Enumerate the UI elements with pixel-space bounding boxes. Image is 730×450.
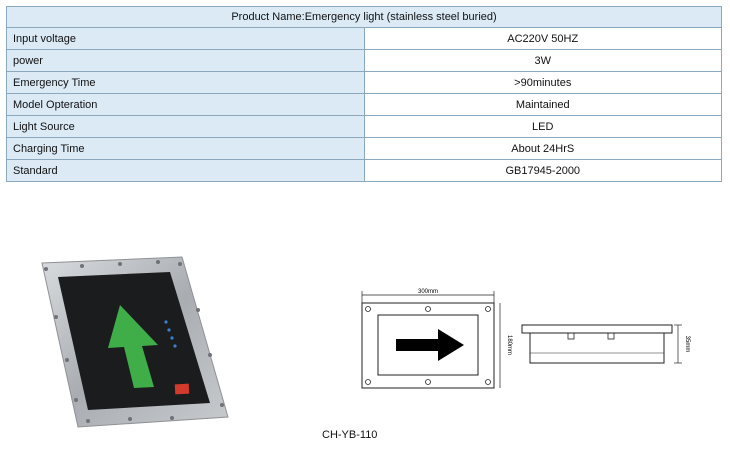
side-view-body — [529, 332, 665, 364]
technical-drawing: 300mm 180mm 35mm — [361, 289, 690, 389]
arrow-right-icon — [396, 329, 464, 361]
row-value: LED — [363, 115, 722, 138]
row-value: GB17945-2000 — [363, 159, 722, 182]
row-label: power — [6, 49, 365, 72]
table-row: Input voltage AC220V 50HZ — [6, 27, 722, 50]
table-row: Charging Time About 24HrS — [6, 137, 722, 160]
arrow-up-icon — [108, 305, 158, 388]
screw-holes — [365, 306, 491, 385]
row-value: About 24HrS — [363, 137, 722, 160]
row-value: 3W — [363, 49, 722, 72]
table-row: power 3W — [6, 49, 722, 72]
row-label: Emergency Time — [6, 71, 365, 94]
table-row: Light Source LED — [6, 115, 722, 138]
row-label: Model Opteration — [6, 93, 365, 116]
row-label: Standard — [6, 159, 365, 182]
spec-table-title: Product Name:Emergency light (stainless … — [6, 6, 722, 28]
spec-table: Product Name:Emergency light (stainless … — [6, 6, 722, 182]
row-label: Input voltage — [6, 27, 365, 50]
table-row: Model Opteration Maintained — [6, 93, 722, 116]
front-view-outer — [361, 302, 495, 389]
product-photo — [41, 256, 229, 428]
indicator-leds — [164, 320, 177, 348]
row-value: AC220V 50HZ — [363, 27, 722, 50]
row-value: Maintained — [363, 93, 722, 116]
row-value: >90minutes — [363, 71, 722, 94]
front-view-inner — [377, 314, 479, 376]
warning-label — [174, 383, 190, 395]
side-view-flange — [521, 324, 673, 334]
table-row: Standard GB17945-2000 — [6, 159, 722, 182]
height-dimension: 180mm — [506, 335, 512, 355]
row-label: Charging Time — [6, 137, 365, 160]
model-code: CH-YB-110 — [322, 429, 378, 441]
width-dimension: 300mm — [418, 289, 438, 295]
row-label: Light Source — [6, 115, 365, 138]
depth-dimension: 35mm — [684, 336, 690, 353]
table-row: Emergency Time >90minutes — [6, 71, 722, 94]
screws — [44, 260, 224, 423]
spec-table-header: Product Name:Emergency light (stainless … — [6, 6, 722, 28]
